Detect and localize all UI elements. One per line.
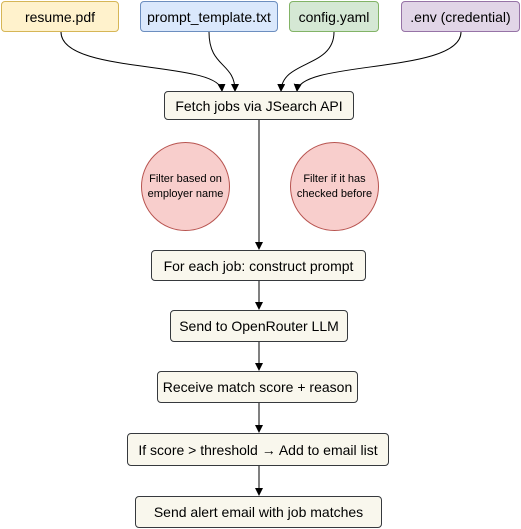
- input-config-label: config.yaml: [298, 8, 370, 25]
- filter-employer-name-label: Filter based on employer name: [147, 172, 224, 200]
- filter-checked-before-label: Filter if it has checked before: [296, 172, 373, 200]
- filter-checked-before: Filter if it has checked before: [290, 142, 379, 231]
- edge-config-to-fetch: [277, 31, 335, 92]
- input-config: config.yaml: [289, 1, 379, 32]
- step-construct-prompt: For each job: construct prompt: [151, 250, 366, 281]
- edge-env-to-fetch: [293, 31, 462, 92]
- input-prompt-template-label: prompt_template.txt: [147, 8, 271, 25]
- step-send-alert-email: Send alert email with job matches: [135, 496, 382, 528]
- input-env: .env (credential): [401, 1, 520, 32]
- step-receive-score: Receive match score + reason: [157, 371, 358, 403]
- step-threshold-check: If score > threshold → Add to email list: [127, 433, 389, 466]
- filter-employer-name: Filter based on employer name: [141, 142, 230, 231]
- step-send-alert-email-label: Send alert email with job matches: [153, 504, 364, 520]
- input-env-label: .env (credential): [410, 8, 511, 25]
- step-threshold-check-label: If score > threshold → Add to email list: [138, 441, 378, 458]
- step-send-to-llm-label: Send to OpenRouter LLM: [179, 318, 339, 334]
- step-fetch-jobs-label: Fetch jobs via JSearch API: [175, 97, 343, 114]
- step-receive-score-label: Receive match score + reason: [162, 379, 353, 395]
- input-resume-label: resume.pdf: [24, 8, 96, 25]
- step-fetch-jobs: Fetch jobs via JSearch API: [164, 91, 354, 120]
- edge-prompt-template-to-fetch: [208, 31, 239, 92]
- edge-resume-to-fetch: [60, 31, 226, 92]
- input-resume: resume.pdf: [1, 1, 119, 32]
- step-construct-prompt-label: For each job: construct prompt: [163, 257, 354, 274]
- step-send-to-llm: Send to OpenRouter LLM: [170, 310, 348, 342]
- input-prompt-template: prompt_template.txt: [140, 1, 278, 32]
